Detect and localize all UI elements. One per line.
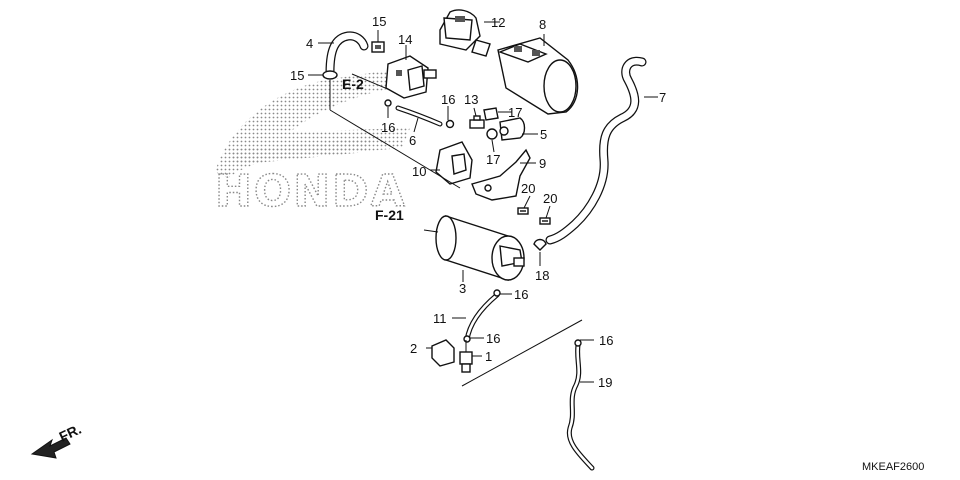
evap-canister-3 xyxy=(423,215,525,281)
callout-19: 19 xyxy=(598,375,612,390)
callout-6: 6 xyxy=(409,133,416,148)
bracket-12 xyxy=(439,9,491,57)
leader-lines xyxy=(308,21,658,387)
callout-17: 17 xyxy=(486,152,500,167)
honda-watermark-text: HONDA xyxy=(215,166,407,217)
reference-f21: F-21 xyxy=(375,207,404,223)
callout-15: 15 xyxy=(372,14,386,29)
joint-5 xyxy=(499,117,526,141)
callout-14: 14 xyxy=(398,32,412,47)
callout-20: 20 xyxy=(543,191,557,206)
callout-3: 3 xyxy=(459,281,466,296)
front-label: FR. xyxy=(57,421,84,445)
hose-11 xyxy=(464,292,500,343)
callout-16: 16 xyxy=(381,120,395,135)
clip-18 xyxy=(533,238,547,251)
callout-18: 18 xyxy=(535,268,549,283)
diagram-code: MKEAF2600 xyxy=(862,461,924,473)
callout-17: 17 xyxy=(508,105,522,120)
fitting-13 xyxy=(469,115,485,129)
washers-17 xyxy=(483,107,499,140)
callout-5: 5 xyxy=(540,127,547,142)
callout-13: 13 xyxy=(464,92,478,107)
front-direction-arrow: FR. xyxy=(30,421,84,459)
callout-16: 16 xyxy=(514,287,528,302)
clip-15-lower xyxy=(322,70,338,80)
callout-15: 15 xyxy=(290,68,304,83)
purge-valve-14 xyxy=(385,55,437,99)
callout-16: 16 xyxy=(441,92,455,107)
honda-wing-watermark: HONDA xyxy=(214,67,410,218)
hose-19 xyxy=(566,342,595,471)
callout-8: 8 xyxy=(539,17,546,32)
callout-16: 16 xyxy=(599,333,613,348)
callout-12: 12 xyxy=(491,15,505,30)
callout-1: 1 xyxy=(485,349,492,364)
canister-cover-8 xyxy=(497,37,579,115)
hose-6 xyxy=(395,105,443,127)
clip-15-upper xyxy=(371,41,385,53)
bracket-10 xyxy=(435,141,473,185)
callout-labels: 4 15 15 14 12 8 7 16 13 17 16 6 5 17 9 1… xyxy=(290,14,666,390)
callout-2: 2 xyxy=(410,341,417,356)
callout-9: 9 xyxy=(539,156,546,171)
bolts-20 xyxy=(517,207,551,225)
reference-e2: E-2 xyxy=(342,76,364,92)
callout-10: 10 xyxy=(412,164,426,179)
callout-16: 16 xyxy=(486,331,500,346)
callout-20: 20 xyxy=(521,181,535,196)
hose-7 xyxy=(545,56,647,245)
bracket-9 xyxy=(471,148,531,201)
hose-4 xyxy=(325,31,369,77)
callout-4: 4 xyxy=(306,36,313,51)
cap-2 xyxy=(431,339,455,367)
callout-11: 11 xyxy=(433,311,447,326)
callout-7: 7 xyxy=(659,90,666,105)
filter-1 xyxy=(459,340,473,373)
clips-16 xyxy=(384,99,582,347)
